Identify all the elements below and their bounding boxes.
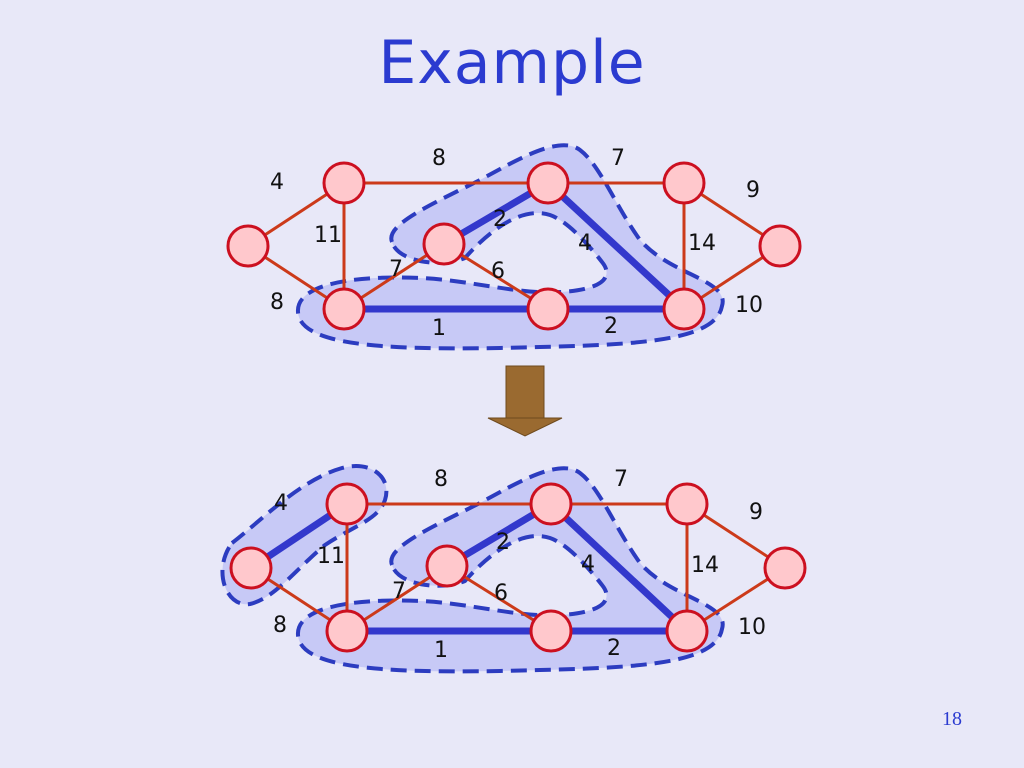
weight-c-d: 7: [389, 257, 403, 282]
weight-b-c: 11: [317, 544, 345, 569]
weight-d-e: 6: [494, 581, 508, 606]
node-a: [226, 224, 270, 268]
weight-f-g: 7: [614, 467, 628, 492]
weight-a-b: 4: [274, 491, 288, 516]
step-2-graph: 4 8 7 8 11 7 2 6 4 14 9 10 1 2: [220, 464, 807, 674]
slide-title: Example: [378, 28, 646, 98]
down-arrow-icon: [487, 365, 563, 437]
node-e: [526, 287, 570, 331]
weight-h-i: 10: [735, 293, 763, 318]
weight-f-g: 7: [611, 146, 625, 171]
weight-d-f: 2: [493, 207, 507, 232]
node-h: [665, 609, 709, 653]
weight-a-c: 8: [273, 613, 287, 638]
weight-d-f: 2: [496, 530, 510, 555]
weight-c-d: 7: [392, 579, 406, 604]
node-b: [325, 482, 369, 526]
node-c: [325, 609, 369, 653]
weight-b-f: 8: [434, 467, 448, 492]
node-h: [662, 287, 706, 331]
weight-b-f: 8: [432, 146, 446, 171]
weight-f-h: 4: [578, 231, 592, 256]
weight-c-e: 1: [432, 316, 446, 341]
node-i: [763, 546, 807, 590]
node-i: [758, 224, 802, 268]
weight-a-c: 8: [270, 290, 284, 315]
node-d: [422, 222, 466, 266]
tree-edge-f-h: [545, 180, 687, 312]
node-f: [529, 482, 573, 526]
weight-g-h: 14: [688, 231, 716, 256]
weight-b-c: 11: [314, 223, 342, 248]
node-b: [322, 161, 366, 205]
node-g: [665, 482, 709, 526]
tree-edge-f-h: [548, 501, 690, 634]
weight-a-b: 4: [270, 170, 284, 195]
weight-g-h: 14: [691, 553, 719, 578]
page-number: 18: [942, 708, 962, 730]
node-e: [529, 609, 573, 653]
weight-h-i: 10: [738, 615, 766, 640]
weight-g-i: 9: [749, 500, 763, 525]
weight-e-h: 2: [604, 314, 618, 339]
step-1-graph: 4 8 7 8 11 7 2 6 4 14 9 10 1 2: [226, 143, 802, 351]
node-a: [229, 546, 273, 590]
component-region: [295, 143, 725, 351]
node-g: [662, 161, 706, 205]
weight-d-e: 6: [491, 259, 505, 284]
node-f: [526, 161, 570, 205]
weight-c-e: 1: [434, 638, 448, 663]
weight-e-h: 2: [607, 636, 621, 661]
node-d: [425, 544, 469, 588]
node-c: [322, 287, 366, 331]
weight-g-i: 9: [746, 178, 760, 203]
weight-f-h: 4: [581, 552, 595, 577]
component-region: [295, 466, 725, 674]
